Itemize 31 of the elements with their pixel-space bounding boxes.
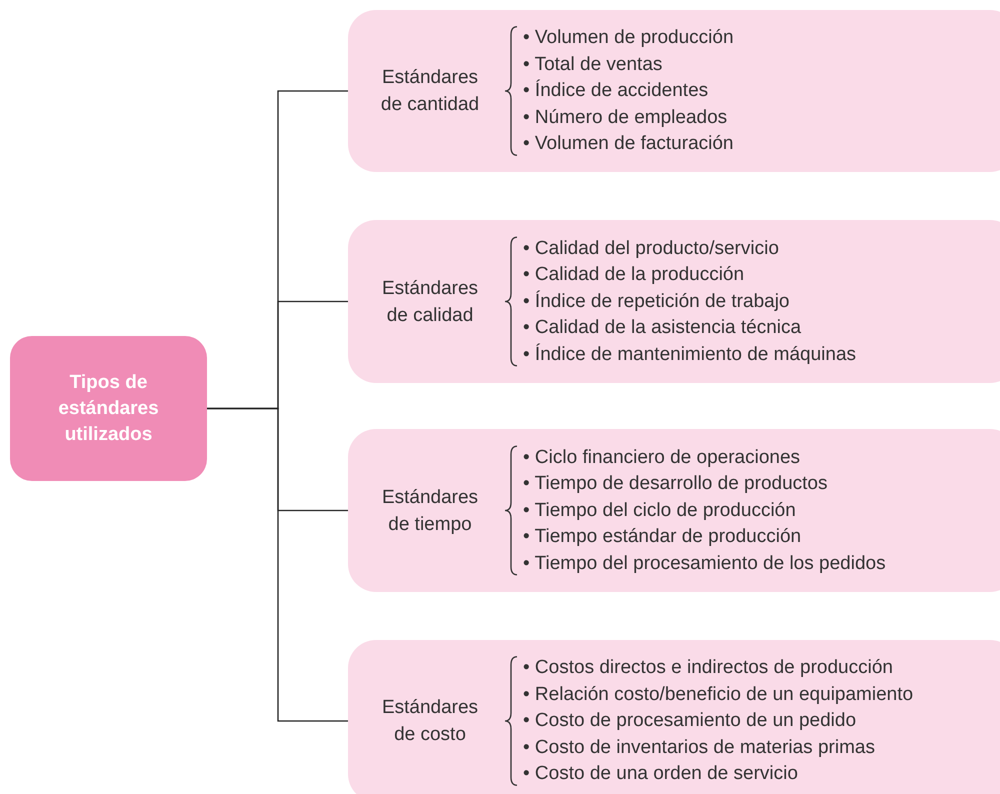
category-panel bbox=[348, 640, 1000, 794]
list-item: • Volumen de facturación bbox=[523, 132, 734, 156]
list-item: • Calidad del producto/servicio bbox=[523, 236, 780, 260]
list-item: • Costo de una orden de servicio bbox=[523, 762, 799, 786]
list-item: • Volumen de producción bbox=[523, 26, 734, 50]
category-panel bbox=[348, 220, 1000, 383]
list-item: • Número de empleados bbox=[523, 105, 728, 130]
list-item: • Tiempo de desarrollo de productos bbox=[523, 472, 828, 496]
list-item: • Tiempo del procesamiento de los pedidos bbox=[523, 551, 886, 576]
category-heading: Estándares de tiempo bbox=[380, 486, 480, 536]
list-item: • Costo de procesamiento de un pedido bbox=[523, 708, 858, 733]
list-item: • Tiempo estándar de producción bbox=[523, 524, 802, 549]
list-item: • Calidad de la asistencia técnica bbox=[523, 316, 802, 340]
list-item: • Tiempo del ciclo de producción bbox=[523, 498, 797, 522]
root-box bbox=[10, 336, 207, 481]
list-item: • Total de ventas bbox=[523, 52, 664, 76]
list-item: • Costo de inventarios de materias primas bbox=[523, 735, 876, 760]
list-item: • Ciclo financiero de operaciones bbox=[523, 445, 802, 470]
category-heading: Estándares de calidad bbox=[380, 276, 480, 328]
list-item: • Relación costo/beneficio de un equipamiento bbox=[523, 682, 914, 706]
list-item: • Costos directos e indirectos de producción bbox=[523, 656, 894, 680]
list-item: • Índice de accidentes bbox=[523, 78, 710, 103]
list-item: • Índice de repetición de trabajo bbox=[523, 289, 790, 314]
category-panel bbox=[348, 429, 1000, 592]
root-label: Tipos de estándares utilizados bbox=[57, 370, 160, 446]
category-panel bbox=[348, 10, 1000, 172]
category-heading: Estándares de cantidad bbox=[380, 66, 480, 117]
connector-line bbox=[207, 408, 348, 722]
category-heading: Estándares de costo bbox=[380, 696, 480, 747]
list-item: • Calidad de la producción bbox=[523, 262, 746, 287]
list-item: • Índice de mantenimiento de máquinas bbox=[523, 342, 856, 366]
